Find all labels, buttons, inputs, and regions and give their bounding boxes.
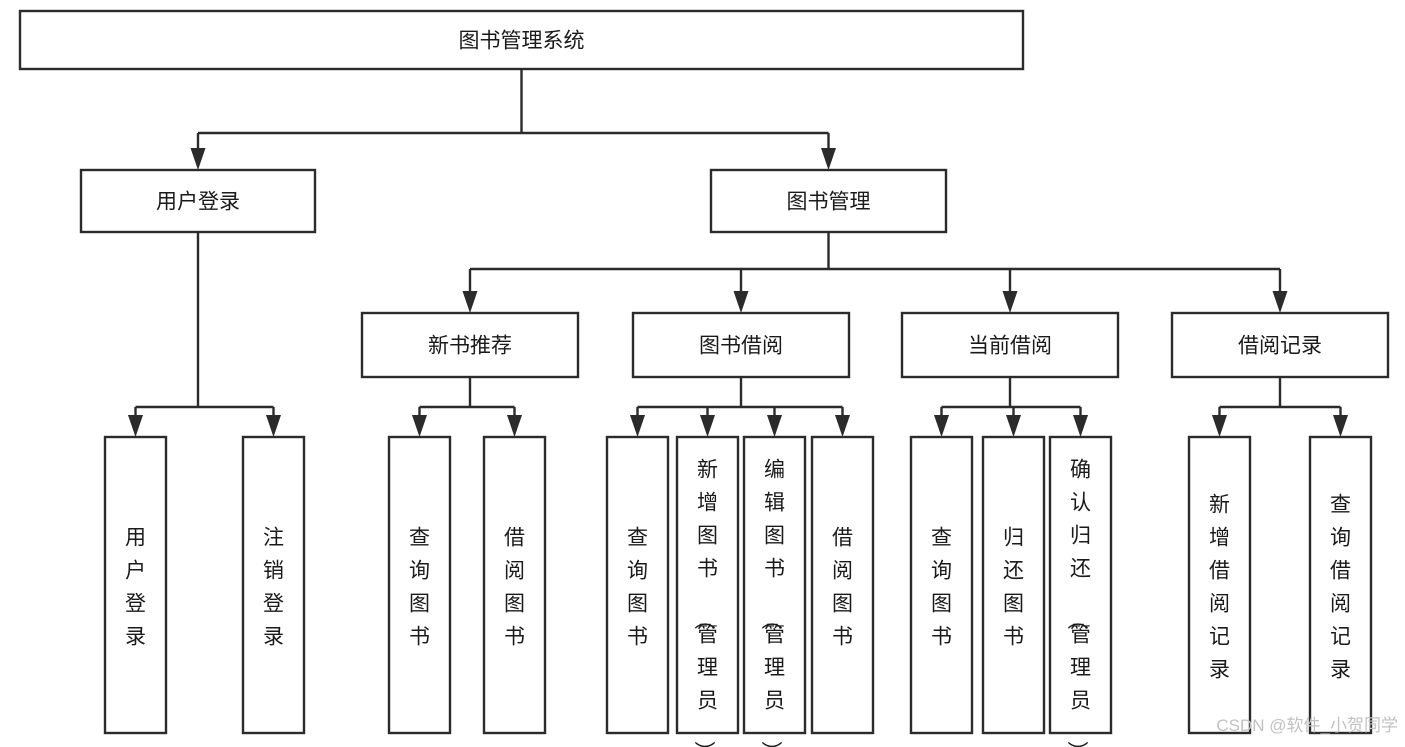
arrow-head-icon xyxy=(1272,291,1288,313)
arrow-head-icon xyxy=(128,415,143,437)
arrow-head-icon xyxy=(1333,415,1348,437)
node-box[interactable] xyxy=(1048,435,1113,735)
node-box[interactable] xyxy=(605,435,670,735)
node-leaf-return-book[interactable]: 归还图书 xyxy=(981,435,1046,735)
arrow-head-icon xyxy=(1073,415,1088,437)
connector-group xyxy=(190,69,836,170)
node-label: 图书管理系统 xyxy=(459,30,585,53)
node-label: 确认归还（管理员） xyxy=(1065,459,1091,747)
arrow-head-icon xyxy=(821,148,836,170)
node-box[interactable] xyxy=(675,435,740,735)
node-box[interactable] xyxy=(631,311,851,379)
node-label: 注销登录 xyxy=(263,527,284,649)
node-leaf-query-book-3[interactable]: 查询图书 xyxy=(909,435,974,735)
node-leaf-confirm-return[interactable]: 确认归还（管理员） xyxy=(1048,435,1113,747)
node-box[interactable] xyxy=(79,168,317,234)
node-current-borrow[interactable]: 当前借阅 xyxy=(900,311,1120,379)
connector-group xyxy=(934,377,1088,437)
node-label: 图书管理 xyxy=(787,191,871,214)
arrow-head-icon xyxy=(412,415,427,437)
node-leaf-query-record[interactable]: 查询借阅记录 xyxy=(1308,435,1373,735)
node-box[interactable] xyxy=(387,435,452,735)
node-leaf-add-book[interactable]: 新增图书（管理员） xyxy=(675,435,740,747)
node-label: 新书推荐 xyxy=(428,335,512,358)
arrow-head-icon xyxy=(1002,291,1018,313)
arrow-head-icon xyxy=(507,415,522,437)
connector-group xyxy=(462,232,1288,313)
node-box[interactable] xyxy=(1187,435,1252,735)
arrow-head-icon xyxy=(1006,415,1021,437)
node-label: 图书借阅 xyxy=(699,335,783,358)
node-leaf-add-record[interactable]: 新增借阅记录 xyxy=(1187,435,1252,735)
node-layer: 图书管理系统用户登录图书管理新书推荐图书借阅当前借阅借阅记录用户登录注销登录查询… xyxy=(18,9,1390,747)
node-book-borrow[interactable]: 图书借阅 xyxy=(631,311,851,379)
arrow-head-icon xyxy=(934,415,949,437)
csdn-watermark: CSDN @软件_小贺同学 xyxy=(1216,716,1398,735)
node-label: 借阅记录 xyxy=(1238,335,1322,358)
arrow-head-icon xyxy=(835,415,850,437)
node-box[interactable] xyxy=(900,311,1120,379)
node-leaf-logout-login[interactable]: 注销登录 xyxy=(241,435,306,735)
node-label: 用户登录 xyxy=(156,191,240,214)
node-label: 归还图书 xyxy=(1003,527,1024,649)
node-label: 用户登录 xyxy=(125,527,146,649)
node-book-manage[interactable]: 图书管理 xyxy=(709,168,948,234)
node-leaf-query-book-2[interactable]: 查询图书 xyxy=(605,435,670,735)
node-label: 新增借阅记录 xyxy=(1209,494,1230,682)
node-root-system[interactable]: 图书管理系统 xyxy=(18,9,1025,71)
connector-group xyxy=(630,377,850,437)
arrow-head-icon xyxy=(190,148,206,170)
connector-group xyxy=(128,232,281,437)
node-leaf-borrow-book-2[interactable]: 借阅图书 xyxy=(810,435,875,735)
node-label: 查询图书 xyxy=(627,527,648,649)
node-leaf-query-book-1[interactable]: 查询图书 xyxy=(387,435,452,735)
node-label: 借阅图书 xyxy=(504,527,525,649)
node-label: 查询借阅记录 xyxy=(1330,494,1351,682)
node-box[interactable] xyxy=(709,168,948,234)
arrow-head-icon xyxy=(733,291,749,313)
node-label: 查询图书 xyxy=(931,527,952,649)
node-label: 新增图书（管理员） xyxy=(692,459,718,747)
arrow-head-icon xyxy=(462,291,478,313)
connector-layer xyxy=(128,69,1348,437)
node-label: 编辑图书（管理员） xyxy=(759,459,785,747)
node-box[interactable] xyxy=(482,435,547,735)
node-borrow-record[interactable]: 借阅记录 xyxy=(1170,311,1390,379)
arrow-head-icon xyxy=(1212,415,1227,437)
node-box[interactable] xyxy=(241,435,306,735)
connector-group xyxy=(1212,377,1348,437)
node-label: 当前借阅 xyxy=(968,335,1052,358)
node-leaf-user-login[interactable]: 用户登录 xyxy=(103,435,168,735)
node-box[interactable] xyxy=(1170,311,1390,379)
node-box[interactable] xyxy=(360,311,580,379)
node-box[interactable] xyxy=(1308,435,1373,735)
arrow-head-icon xyxy=(266,415,281,437)
arrow-head-icon xyxy=(767,415,782,437)
node-leaf-edit-book[interactable]: 编辑图书（管理员） xyxy=(742,435,807,747)
node-box[interactable] xyxy=(909,435,974,735)
arrow-head-icon xyxy=(700,415,715,437)
node-box[interactable] xyxy=(742,435,807,735)
arrow-head-icon xyxy=(630,415,645,437)
node-box[interactable] xyxy=(103,435,168,735)
node-box[interactable] xyxy=(810,435,875,735)
connector-group xyxy=(412,377,522,437)
node-box[interactable] xyxy=(18,9,1025,71)
node-box[interactable] xyxy=(981,435,1046,735)
node-leaf-borrow-book-1[interactable]: 借阅图书 xyxy=(482,435,547,735)
node-label: 借阅图书 xyxy=(832,527,853,649)
node-new-book-recommend[interactable]: 新书推荐 xyxy=(360,311,580,379)
node-user-login[interactable]: 用户登录 xyxy=(79,168,317,234)
node-label: 查询图书 xyxy=(409,527,430,649)
